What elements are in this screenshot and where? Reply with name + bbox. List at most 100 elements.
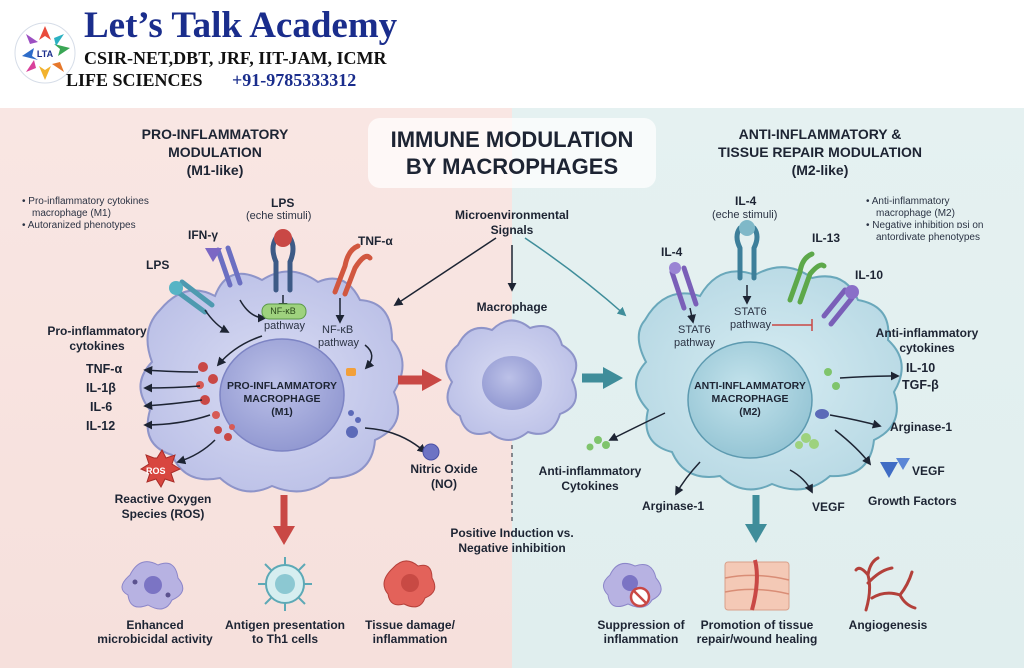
vegf-right-icon	[880, 458, 910, 478]
m2-nucleus-label-1: ANTI-INFLAMMATORY	[694, 380, 806, 392]
m2-heading-line1: ANTI-INFLAMMATORY &	[738, 126, 902, 142]
il4-left-signal-arrow	[687, 307, 696, 324]
lps-left-label: LPS	[146, 258, 170, 272]
macrophage-label: Macrophage	[476, 300, 548, 314]
vegf-bottom-label: VEGF	[812, 500, 845, 514]
inhibition-marker	[772, 319, 813, 331]
m2-outcome-1-line1: Suppression of	[597, 618, 685, 632]
m2-bullet-1-text: Anti-inflammatory	[871, 196, 950, 207]
brand-title: Let’s Talk Academy	[84, 5, 398, 46]
no-arrow	[364, 427, 427, 454]
m1-heading-line3: (M1-like)	[186, 162, 244, 178]
main-title-box: IMMUNE MODULATION BY MACROPHAGES	[368, 118, 656, 188]
il4-receptor-top	[734, 225, 760, 281]
m1-outcome-2: Antigen presentation to Th1 cells	[210, 618, 360, 646]
m1-nucleus-label-1: PRO-INFLAMMATORY	[226, 380, 338, 392]
m2-outcome-3: Angiogenesis	[813, 618, 963, 632]
m2-outcome-2: Promotion of tissue repair/wound healing	[682, 618, 832, 646]
m1-outcome-1-line1: Enhanced	[126, 618, 184, 632]
il10-receptor	[821, 287, 855, 327]
no-label-2: (NO)	[431, 477, 457, 491]
suppression-icon	[603, 563, 662, 608]
il4-top-label: IL-4	[735, 194, 757, 208]
signal-to-m2-arrow	[524, 237, 627, 317]
ifn-label: IFN-γ	[188, 228, 218, 242]
cytokine-il1b: IL-1β	[86, 381, 116, 395]
stat6-b-label: STAT6	[734, 306, 767, 318]
m2-outcome-2-line1: Promotion of tissue	[700, 618, 814, 632]
growth-factors-label: Growth Factors	[868, 494, 957, 508]
vegf-right-arrow	[834, 429, 872, 466]
m1-heading-line1: PRO-INFLAMMATORY	[141, 126, 289, 142]
lps-ligand-left	[169, 281, 183, 295]
cytokine-tnf: TNF-α	[86, 362, 123, 376]
angiogenesis-icon	[854, 556, 917, 612]
m1-bullet-1: • Pro-inflammatory cytokines	[22, 196, 149, 207]
ros-label-2: Species (ROS)	[121, 507, 205, 521]
m2-outcome-1: Suppression of inflammation	[566, 618, 716, 646]
lps-left-signal-arrow	[204, 309, 230, 333]
lps-top-sublabel: (eche stimuli)	[246, 210, 312, 222]
ifn-signal-arrow	[239, 299, 267, 323]
m2-cytokine-tgfb: TGF-β	[902, 378, 939, 392]
m2-heading-line2: TISSUE REPAIR MODULATION	[717, 144, 923, 160]
cytokine-il6: IL-6	[90, 400, 113, 414]
antigen-presentation-icon	[258, 557, 312, 611]
arginase-bottom-label: Arginase-1	[642, 499, 705, 513]
ros-arrow	[176, 439, 216, 465]
il10-ligand	[845, 285, 859, 299]
m1-bullet-1b: macrophage (M1)	[32, 208, 111, 219]
logo-text: LTA	[37, 49, 54, 59]
induction-label-1: Positive Induction vs.	[450, 526, 574, 540]
cytokine-il12: IL-12	[86, 419, 116, 433]
academy-logo: LTA	[14, 22, 76, 84]
signals-label-1: Microenvironmental	[454, 208, 570, 222]
m2-bullet-2: • Negative inhibition ɒsi on	[866, 220, 984, 231]
il4-receptor-left	[669, 265, 699, 311]
m1-vesicles	[196, 362, 361, 441]
m2-down-arrow-head	[745, 524, 767, 543]
induction-label-2: Negative inhibition	[458, 541, 566, 555]
to-m2-arrow-head	[603, 367, 623, 389]
stat6-a-pathway: pathway	[674, 337, 715, 349]
stat6-a-label: STAT6	[678, 324, 711, 336]
nfkb-output-arrow	[364, 344, 375, 370]
vegf-bottom-arrow	[789, 469, 813, 494]
il4-ligand-left	[669, 262, 681, 274]
vegf-right-label: VEGF	[912, 464, 945, 478]
m2-outcome-2-line2: repair/wound healing	[696, 632, 818, 646]
m2-heading-line3: (M2-like)	[791, 162, 849, 178]
brand-subtitle: CSIR-NET,DBT, JRF, IIT-JAM, ICMR	[84, 48, 387, 68]
microbicidal-icon	[121, 561, 184, 610]
arginase-bottom-arrow	[675, 461, 701, 496]
m2-outcome-1-line2: inflammation	[603, 632, 679, 646]
m2-cytokine-arrow	[839, 371, 900, 381]
m1-bullet-2: • Autoranized phenotypes	[22, 220, 136, 231]
anti-cytokine-dots	[586, 436, 610, 451]
m1-outcome-3-line1: Tissue damage/	[365, 618, 455, 632]
m1-nucleus-label-3: (M1)	[271, 406, 293, 418]
m2-cytokines-label-1: Anti-inflammatory	[875, 326, 979, 340]
main-title-line1: IMMUNE MODULATION	[390, 127, 634, 152]
m1-outcome-2-line1: Antigen presentation	[224, 618, 345, 632]
il13-label: IL-13	[812, 231, 841, 245]
to-m1-arrow-head	[422, 369, 442, 391]
logo-mark	[14, 22, 76, 84]
m2-nucleus-label-3: (M2)	[739, 406, 761, 418]
il4-left-label: IL-4	[661, 245, 683, 259]
il4-top-sublabel: (eche stimuli)	[712, 209, 778, 221]
nfkb-pathway-word: pathway	[264, 320, 305, 332]
m2-nucleus	[687, 341, 813, 459]
tnf-receptor	[332, 243, 373, 297]
arginase-right-label: Arginase-1	[890, 420, 953, 434]
m1-bullet-2-text: Autoranized phenotypes	[27, 220, 136, 231]
il13-receptor	[787, 251, 827, 305]
m1-outcome-1-line2: microbicidal activity	[97, 632, 213, 646]
anti-cytokines-label-2: Cytokines	[561, 479, 619, 493]
tnf-label: TNF-α	[358, 234, 393, 248]
nfkb2-pathway-word: pathway	[318, 337, 359, 349]
lps-ligand-top	[274, 229, 292, 247]
main-title-line2: BY MACROPHAGES	[405, 154, 619, 179]
m2-cytokine-il10: IL-10	[906, 361, 936, 375]
